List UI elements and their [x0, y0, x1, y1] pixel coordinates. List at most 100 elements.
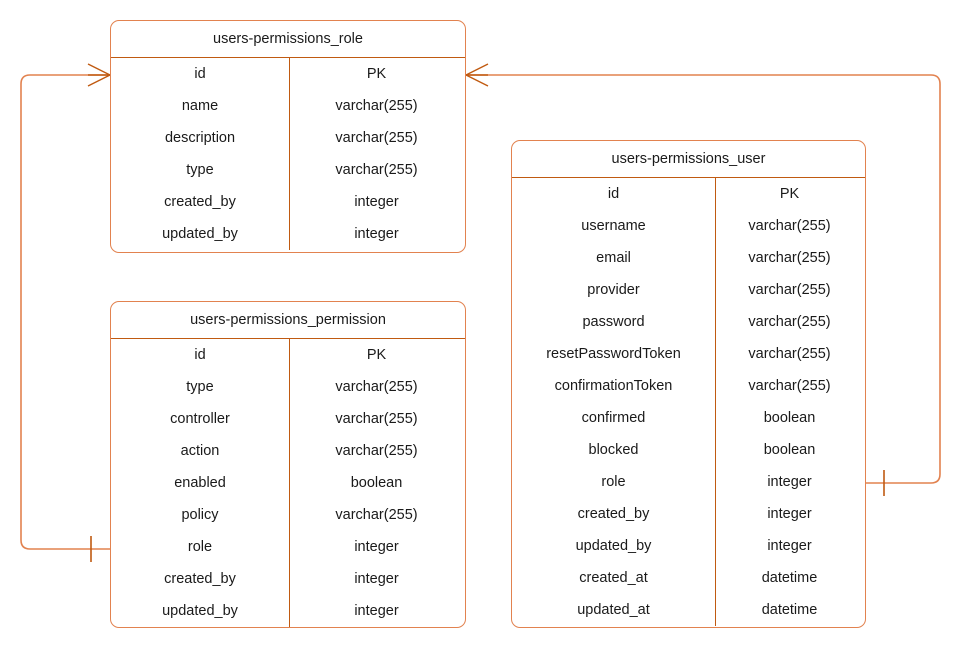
field-type: PK — [779, 186, 800, 202]
table-row[interactable]: created_by integer — [111, 186, 465, 218]
field-name: blocked — [588, 442, 639, 458]
table-row[interactable]: policy varchar(255) — [111, 499, 465, 531]
field-name: updated_at — [577, 602, 650, 618]
field-type: varchar(255) — [335, 379, 418, 395]
field-name: controller — [170, 411, 230, 427]
table-row[interactable]: blocked boolean — [512, 434, 865, 466]
entity-title-role: users-permissions_role — [111, 21, 465, 58]
table-row[interactable]: username varchar(255) — [512, 210, 865, 242]
column-divider-user — [715, 178, 716, 626]
table-row[interactable]: id PK — [512, 178, 865, 210]
field-name: policy — [181, 507, 219, 523]
field-type: PK — [366, 66, 387, 82]
field-name: type — [186, 379, 214, 395]
table-row[interactable]: updated_by integer — [512, 530, 865, 562]
entity-title-user: users-permissions_user — [512, 141, 865, 178]
table-row[interactable]: confirmationToken varchar(255) — [512, 370, 865, 402]
field-name: type — [186, 162, 214, 178]
field-type: varchar(255) — [335, 98, 418, 114]
field-name: id — [607, 186, 620, 202]
table-row[interactable]: created_at datetime — [512, 562, 865, 594]
table-row[interactable]: controller varchar(255) — [111, 403, 465, 435]
field-type: varchar(255) — [748, 250, 831, 266]
field-name: role — [601, 474, 626, 490]
table-row[interactable]: role integer — [111, 531, 465, 563]
table-row[interactable]: description varchar(255) — [111, 122, 465, 154]
field-name: updated_by — [162, 226, 238, 242]
table-row[interactable]: name varchar(255) — [111, 90, 465, 122]
column-divider-role — [289, 58, 290, 250]
table-row[interactable]: id PK — [111, 58, 465, 90]
field-name: id — [194, 66, 206, 82]
table-row[interactable]: enabled boolean — [111, 467, 465, 499]
field-type: varchar(255) — [748, 346, 831, 362]
entity-fields-role: id PK name varchar(255) description varchar(2… — [111, 58, 465, 250]
table-row[interactable]: created_by integer — [512, 498, 865, 530]
table-row[interactable]: resetPasswordToken varchar(255) — [512, 338, 865, 370]
field-type: integer — [354, 226, 399, 242]
field-type: integer — [767, 506, 812, 522]
field-name: description — [164, 130, 236, 146]
field-name: email — [596, 250, 631, 266]
field-name: created_at — [579, 570, 648, 586]
field-name: confirmationToken — [554, 378, 673, 394]
field-type: varchar(255) — [748, 314, 831, 330]
table-row[interactable]: provider varchar(255) — [512, 274, 865, 306]
field-name: resetPasswordToken — [546, 346, 681, 362]
column-divider-permission — [289, 339, 290, 627]
table-row[interactable]: type varchar(255) — [111, 371, 465, 403]
field-name: updated_by — [575, 538, 652, 554]
entity-fields-user: id PK username varchar(255) email varchar(255… — [512, 178, 865, 626]
field-type: integer — [767, 538, 812, 554]
field-type: boolean — [350, 475, 403, 491]
field-type: varchar(255) — [335, 411, 418, 427]
entity-title-permission: users-permissions_permission — [111, 302, 465, 339]
table-row[interactable]: updated_at datetime — [512, 594, 865, 626]
field-name: username — [581, 218, 646, 234]
table-row[interactable]: email varchar(255) — [512, 242, 865, 274]
table-row[interactable]: role integer — [512, 466, 865, 498]
field-name: provider — [587, 282, 640, 298]
field-type: varchar(255) — [335, 507, 418, 523]
table-row[interactable]: type varchar(255) — [111, 154, 465, 186]
field-type: varchar(255) — [748, 282, 831, 298]
table-row[interactable]: created_by integer — [111, 563, 465, 595]
field-name: name — [181, 98, 219, 114]
field-name: enabled — [174, 475, 226, 491]
field-type: integer — [354, 603, 399, 619]
field-type: varchar(255) — [335, 443, 418, 459]
field-type: integer — [354, 539, 399, 555]
field-type: integer — [354, 571, 399, 587]
field-name: created_by — [164, 194, 236, 210]
field-type: varchar(255) — [335, 162, 418, 178]
field-type: varchar(255) — [748, 218, 831, 234]
field-type: integer — [354, 194, 399, 210]
field-type: datetime — [761, 570, 818, 586]
field-type: boolean — [763, 410, 816, 426]
field-type: datetime — [761, 602, 818, 618]
field-name: created_by — [164, 571, 236, 587]
table-row[interactable]: updated_by integer — [111, 218, 465, 250]
field-name: role — [187, 539, 213, 555]
connector-role-to-permission[interactable] — [20, 74, 110, 550]
crows-foot-marker — [87, 63, 111, 87]
field-name: confirmed — [581, 410, 646, 426]
table-row[interactable]: action varchar(255) — [111, 435, 465, 467]
field-type: boolean — [763, 442, 816, 458]
field-name: id — [194, 347, 206, 363]
field-type: integer — [767, 474, 812, 490]
field-name: created_by — [577, 506, 650, 522]
field-type: varchar(255) — [335, 130, 418, 146]
field-name: action — [180, 443, 220, 459]
table-row[interactable]: confirmed boolean — [512, 402, 865, 434]
field-type: varchar(255) — [748, 378, 831, 394]
crows-foot-marker — [465, 63, 489, 87]
